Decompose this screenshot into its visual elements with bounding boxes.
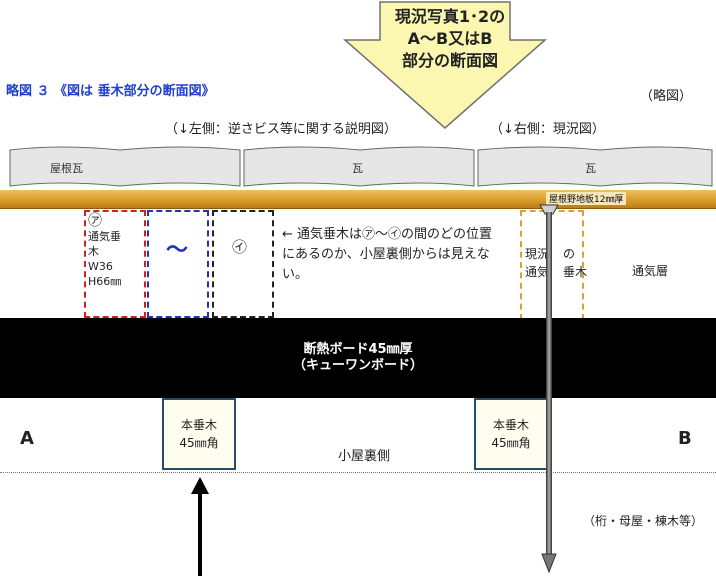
box-a-line3: W36 xyxy=(88,260,113,273)
right-box-right-text: の 垂木 xyxy=(563,245,587,281)
tile-label-right: 瓦 xyxy=(585,162,596,175)
box-a-line1: 通気垂 xyxy=(88,230,121,243)
right-box-l2: 通気 xyxy=(525,265,550,279)
main-rafter-left: 本垂木 45㎜角 xyxy=(162,398,236,470)
box-a-mark: ㋐ xyxy=(88,213,102,229)
box-a-text: ㋐ 通気垂 木 W36 H66㎜ xyxy=(88,214,121,289)
insulation-board xyxy=(0,318,716,398)
right-box-r2: 垂木 xyxy=(563,265,588,279)
callout-arrow-shape xyxy=(343,1,547,129)
beams-label: （桁・母屋・棟木等） xyxy=(583,514,704,528)
right-box-r1: の xyxy=(563,247,576,261)
label-b: B xyxy=(678,428,692,449)
vent-layer-label: 通気層 xyxy=(632,264,669,278)
callout-line-1: 現況写真1･2の xyxy=(394,7,506,26)
left-caption: （↓左側：逆さビス等に関する説明図） xyxy=(165,122,397,137)
screw-shape xyxy=(539,204,559,574)
callout-line-2: A～B又はB xyxy=(407,29,493,48)
callout-text: 現況写真1･2の A～B又はB 部分の断面図 xyxy=(370,6,530,72)
post-right-line1: 本垂木 xyxy=(492,418,529,432)
sheathing-label: 屋根野地板12㎜厚 xyxy=(546,192,627,205)
tile-label-middle: 瓦 xyxy=(352,162,363,175)
post-left-line2: 45㎜角 xyxy=(179,436,219,450)
roof-tiles xyxy=(9,146,713,187)
dotted-line xyxy=(0,472,716,473)
figure-title: 略図 ３ 《図は 垂木部分の断面図》 xyxy=(6,84,215,99)
up-arrow xyxy=(191,477,209,576)
board-line2: （キューワンボード） xyxy=(292,358,423,373)
vent-rafter-box-tilde xyxy=(147,210,209,318)
box-a-line4: H66㎜ xyxy=(88,275,122,288)
tile-label-left: 屋根瓦 xyxy=(50,162,83,175)
right-box-l1: 現況 xyxy=(525,247,550,261)
callout-line-3: 部分の断面図 xyxy=(401,51,498,70)
roof-sheathing xyxy=(0,190,716,209)
label-a: A xyxy=(20,428,34,449)
right-caption: （↓右側：現況図） xyxy=(490,122,605,137)
box-i-mark: ㋑ xyxy=(232,238,248,256)
vent-rafter-box-i xyxy=(212,210,274,318)
right-box-left-text: 現況 通気 xyxy=(525,245,549,281)
board-line1: 断熱ボード45㎜厚 xyxy=(303,342,413,357)
explanation-note: ← 通気垂木は㋐～㋑の間のどの位置にあるのか、小屋裏側からは見えない。 xyxy=(282,227,493,282)
tilde-mark: ～ xyxy=(166,238,189,263)
attic-side-label: 小屋裏側 xyxy=(338,449,391,464)
vent-rafter-box-a xyxy=(84,210,146,318)
insulation-board-text: 断熱ボード45㎜厚 （キューワンボード） xyxy=(0,342,716,374)
rough-note: （略図） xyxy=(640,89,693,104)
post-left-line1: 本垂木 xyxy=(180,418,217,432)
post-right-line2: 45㎜角 xyxy=(491,436,531,450)
box-a-line2: 木 xyxy=(88,245,99,258)
